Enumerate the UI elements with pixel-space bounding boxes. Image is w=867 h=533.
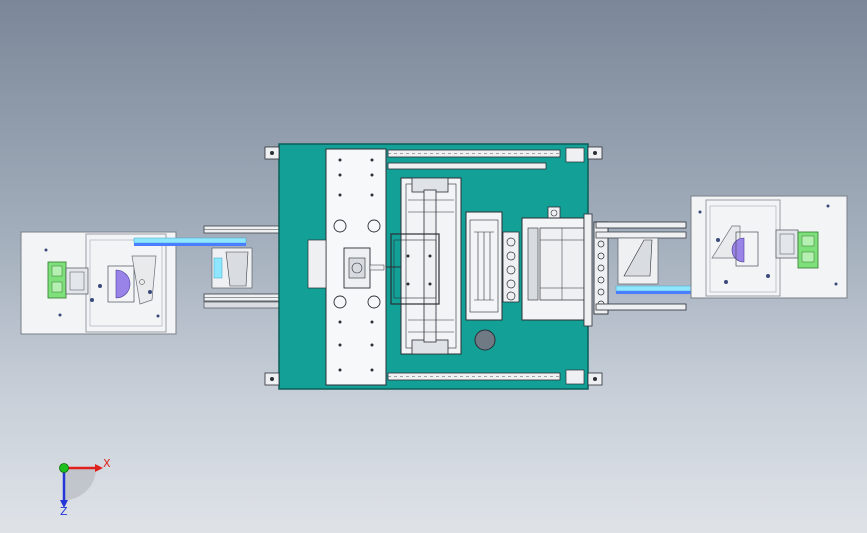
x-axis-label: X — [103, 457, 111, 470]
y-axis-dot — [59, 463, 69, 473]
vacuum-port — [474, 329, 496, 351]
orientation-triad[interactable]: X Z — [59, 457, 112, 518]
left-feeder-module[interactable] — [20, 231, 247, 335]
right-feeder-module[interactable] — [690, 195, 848, 299]
right-support-rails — [595, 221, 707, 311]
left-rotary-part — [115, 269, 131, 299]
left-conveyor-rail — [133, 237, 247, 244]
central-press-assembly[interactable] — [390, 177, 462, 355]
left-support-rails — [203, 225, 333, 309]
roller-unit[interactable] — [465, 211, 520, 321]
sensor-block — [547, 206, 561, 220]
bottom-guide-rail — [387, 369, 585, 385]
main-slide-column[interactable] — [307, 148, 404, 386]
right-rotary-part — [731, 237, 745, 263]
right-transfer-unit[interactable] — [521, 213, 609, 327]
top-guide-rail — [387, 147, 585, 170]
z-axis-label: Z — [60, 505, 68, 518]
